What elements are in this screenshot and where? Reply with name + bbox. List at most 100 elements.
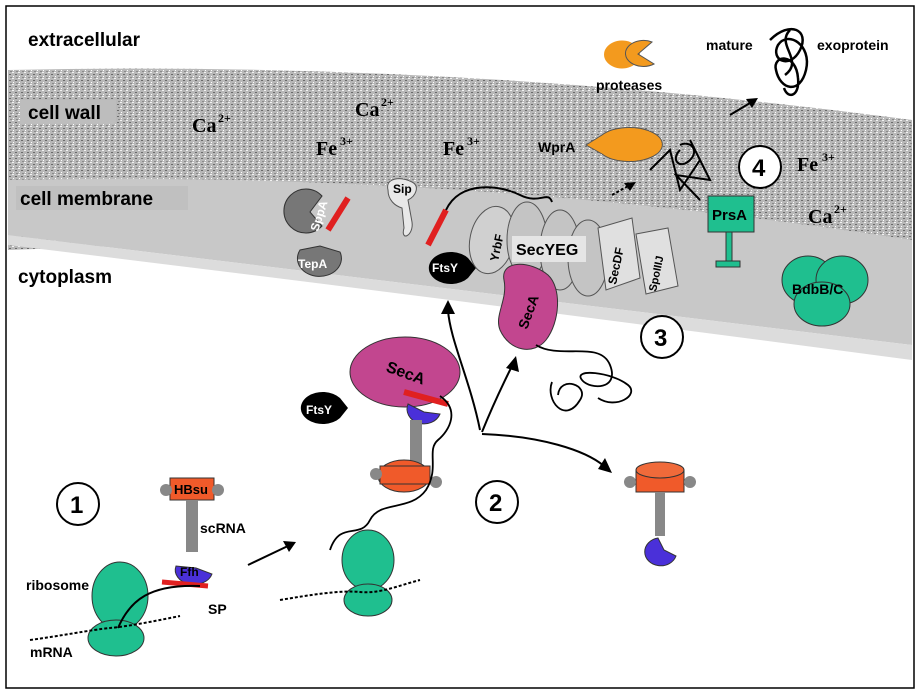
svg-text:2: 2: [489, 490, 502, 517]
ribosome-step2-large: [341, 529, 395, 591]
arrowhead-to-mature: [746, 98, 758, 108]
sip-icon: [387, 178, 417, 237]
prsa-icon: [707, 195, 755, 233]
nascent-chain-step1: [117, 584, 201, 629]
svg-text:1: 1: [70, 492, 83, 519]
hbsu-label: HBsu: [174, 482, 208, 497]
scrna-stalk-complex: [410, 420, 422, 464]
sp-label: SP: [208, 601, 227, 617]
hbsu-recycled-top: [635, 461, 685, 479]
ion-ca-3: Ca 2+: [808, 202, 847, 228]
sip-label: Sip: [393, 182, 412, 196]
hbsu-recycled-knob-right: [684, 476, 696, 488]
sppa-icon: [283, 188, 323, 234]
bdb-base-icon: [793, 281, 851, 327]
arrowhead-to-translocon: [506, 356, 519, 372]
signal-peptide-step1: [161, 579, 209, 589]
ion-fe-2: Fe 3+: [443, 134, 480, 160]
ffh-label: Ffh: [180, 565, 199, 579]
cell-membrane-label: cell membrane: [20, 189, 153, 210]
arrow-step1-to-step2: [247, 544, 291, 566]
prsa-label: PrsA: [712, 207, 747, 224]
ffh-recycled-icon: [644, 537, 677, 567]
mature-exoprotein-icon: [769, 28, 809, 97]
hbsu-knob-right: [430, 476, 442, 488]
scrna-label: scRNA: [200, 520, 246, 536]
hbsu-recycled-knob-left: [624, 476, 636, 488]
svg-text:4: 4: [752, 155, 766, 182]
svg-text:Fe: Fe: [797, 154, 818, 176]
svg-text:Fe: Fe: [443, 138, 464, 160]
ftsy-membrane-label: FtsY: [432, 261, 458, 275]
prsa-anchor: [725, 231, 733, 263]
mrna-step1: [29, 615, 181, 641]
bdbbc-label: BdbB/C: [792, 281, 843, 297]
tepa-label: TepA: [298, 257, 327, 271]
seca-free-icon: [349, 336, 461, 408]
arrow-to-translocon: [481, 365, 513, 433]
wpra-icon: [585, 127, 663, 162]
secyeg-label-bg: [512, 236, 586, 262]
secdf-icon: [597, 217, 641, 291]
ion-ca-2: Ca 2+: [355, 95, 394, 121]
translocating-chain: [445, 186, 553, 211]
hbsu-complex-body: [379, 465, 431, 485]
ribosome-step2-small: [343, 583, 393, 617]
arrowhead-to-folding: [624, 182, 636, 191]
folding-exoprotein-icon: [649, 139, 712, 201]
cell-wall-label-bg: [20, 100, 116, 124]
secyeg-label: SecYEG: [516, 242, 578, 259]
svg-text:Fe: Fe: [316, 138, 337, 160]
hbsu-step1-knob-left: [160, 484, 172, 496]
svg-text:Ca: Ca: [808, 206, 832, 228]
step-1-marker: 1: [56, 482, 100, 526]
mrna-step2: [279, 579, 421, 601]
arrow-to-recycle: [481, 433, 605, 467]
signal-peptide-sppa: [325, 196, 351, 232]
ion-fe-3: Fe 3+: [797, 150, 835, 176]
seca-translocon-icon: [498, 263, 559, 350]
svg-text:2+: 2+: [381, 95, 394, 109]
ion-fe-1: Fe 3+: [316, 134, 353, 160]
tepa-icon: [296, 245, 342, 277]
arrow-to-ftsy: [447, 309, 481, 431]
signal-peptide-complex: [403, 389, 449, 407]
step-3-marker: 3: [640, 315, 684, 359]
arrowhead-to-ftsy: [441, 300, 455, 314]
protease-pacman-icon: [625, 40, 656, 67]
membrane-inner-edge: [8, 235, 912, 360]
arrowhead-step1-to-step2: [283, 541, 296, 552]
cell-wall-label: cell wall: [28, 103, 101, 124]
step-2-marker: 2: [475, 480, 519, 524]
hbsu-step1-knob-right: [212, 484, 224, 496]
scrna-recycled-stalk: [655, 492, 665, 536]
ftsy-membrane-icon: [428, 252, 476, 284]
signal-peptide-sip: [425, 208, 449, 247]
svg-text:3+: 3+: [822, 150, 835, 164]
ion-ca-1: Ca 2+: [192, 111, 231, 137]
mrna-label: mRNA: [30, 644, 73, 660]
prsa-foot: [715, 260, 741, 268]
svg-text:2+: 2+: [218, 111, 231, 125]
spoiiij-icon: [635, 227, 679, 295]
extracellular-label: extracellular: [28, 30, 141, 51]
scrna-step1-stalk: [186, 500, 198, 552]
svg-text:Ca: Ca: [192, 115, 216, 137]
ftsy-cytoplasm-icon: [300, 392, 348, 424]
cell-membrane-label-bg: [16, 186, 188, 210]
mature-label: mature: [706, 37, 753, 53]
exoprotein-label: exoprotein: [817, 37, 889, 53]
hbsu-knob-left: [370, 468, 382, 480]
ribosome-label: ribosome: [26, 577, 89, 593]
svg-text:Ca: Ca: [355, 99, 379, 121]
proteases-label: proteases: [596, 77, 662, 93]
cytoplasm-label: cytoplasm: [18, 267, 112, 288]
yrbf-label: YrbF: [487, 233, 506, 263]
svg-text:3+: 3+: [340, 134, 353, 148]
svg-text:3+: 3+: [467, 134, 480, 148]
nascent-chain-complex: [329, 395, 453, 551]
ftsy-cytoplasm-label: FtsY: [306, 403, 332, 417]
unfolded-preprotein: [535, 344, 633, 412]
